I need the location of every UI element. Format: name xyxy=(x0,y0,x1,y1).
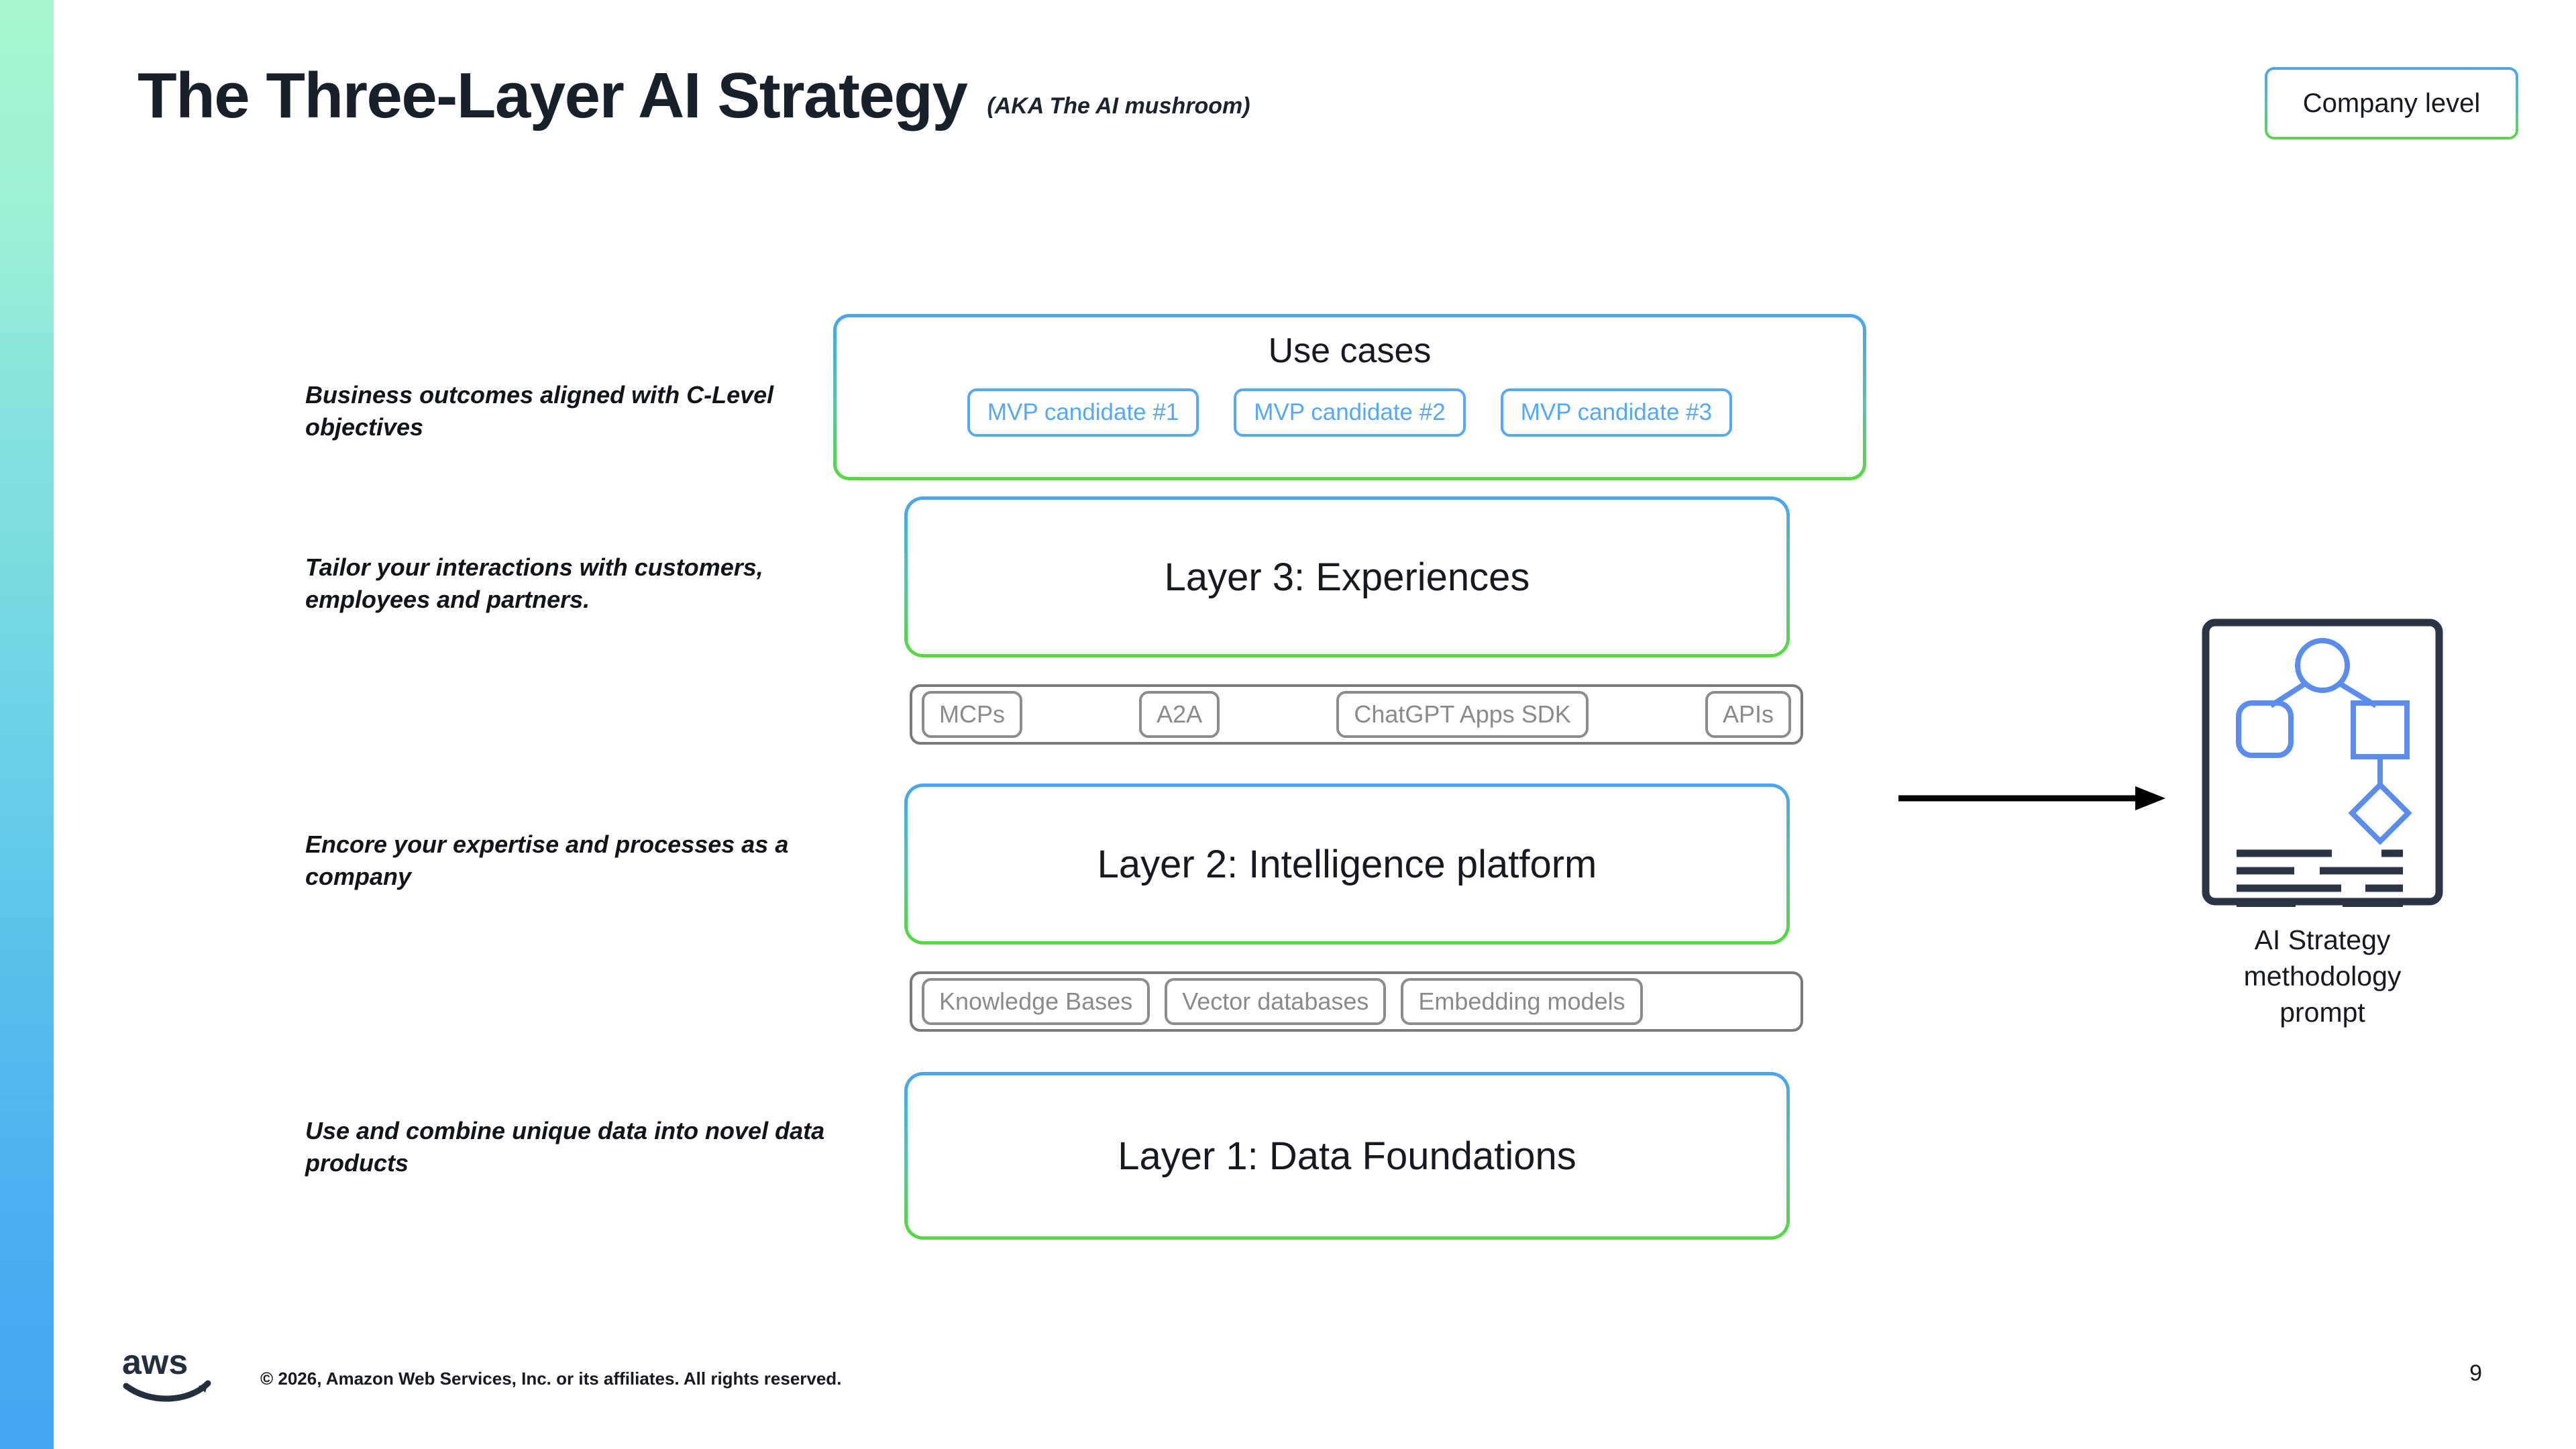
use-cases-box: Use cases MVP candidate #1 MVP candidate… xyxy=(833,314,1866,480)
connector-chip-a2a[interactable]: A2A xyxy=(1139,691,1220,738)
annotation-business-outcomes: Business outcomes aligned with C-Level o… xyxy=(305,381,774,441)
mvp-candidate-chip-1[interactable]: MVP candidate #1 xyxy=(967,388,1199,437)
connector-experiences-row: MCPs A2A ChatGPT Apps SDK APIs xyxy=(910,684,1803,745)
annotation-encode-expertise: Encore your expertise and processes as a… xyxy=(305,830,789,890)
svg-text:aws: aws xyxy=(122,1343,188,1382)
page-subtitle: (AKA The AI mushroom) xyxy=(987,93,1250,119)
company-level-badge-label: Company level xyxy=(2302,88,2481,118)
arrow-right-icon xyxy=(1898,786,2165,810)
annotation-tailor-interactions: Tailor your interactions with customers,… xyxy=(305,553,763,613)
annotation-unique-data: Use and combine unique data into novel d… xyxy=(305,1117,825,1177)
mvp-candidate-chip-2[interactable]: MVP candidate #2 xyxy=(1234,388,1466,437)
connector-chip-chatgpt-apps-sdk[interactable]: ChatGPT Apps SDK xyxy=(1336,691,1589,738)
layer-2-label: Layer 2: Intelligence platform xyxy=(1097,842,1597,886)
page-title-row: The Three-Layer AI Strategy (AKA The AI … xyxy=(138,59,1250,133)
left-gradient-rail xyxy=(0,0,54,1449)
connector-data-row: Knowledge Bases Vector databases Embeddi… xyxy=(910,971,1803,1032)
ai-strategy-prompt-callout[interactable]: AI Strategy methodology prompt xyxy=(2188,617,2457,1030)
company-level-badge[interactable]: Company level xyxy=(2265,67,2518,140)
page-title: The Three-Layer AI Strategy xyxy=(138,60,968,131)
mvp-candidate-row: MVP candidate #1 MVP candidate #2 MVP ca… xyxy=(967,388,1733,437)
connector-chip-apis[interactable]: APIs xyxy=(1705,691,1791,738)
mvp-candidate-chip-3[interactable]: MVP candidate #3 xyxy=(1500,388,1733,437)
layer-1-box: Layer 1: Data Foundations xyxy=(904,1072,1790,1240)
use-cases-title: Use cases xyxy=(1268,331,1432,370)
connector-chip-vector-databases[interactable]: Vector databases xyxy=(1165,978,1387,1025)
footer-copyright: © 2026, Amazon Web Services, Inc. or its… xyxy=(260,1368,842,1389)
layer-2-box: Layer 2: Intelligence platform xyxy=(904,784,1790,945)
ai-strategy-prompt-caption: AI Strategy methodology prompt xyxy=(2243,924,2402,1028)
aws-logo-icon: aws xyxy=(122,1343,211,1402)
connector-chip-mcps[interactable]: MCPs xyxy=(922,691,1022,738)
flow-arrow xyxy=(1897,778,2165,818)
page-number: 9 xyxy=(2469,1360,2482,1386)
connector-chip-embedding-models[interactable]: Embedding models xyxy=(1401,978,1643,1025)
layer-3-box: Layer 3: Experiences xyxy=(904,496,1790,657)
aws-logo: aws xyxy=(122,1342,216,1405)
ai-strategy-document-icon xyxy=(2202,619,2443,907)
layer-1-label: Layer 1: Data Foundations xyxy=(1118,1134,1576,1178)
layer-3-label: Layer 3: Experiences xyxy=(1164,555,1530,599)
connector-chip-knowledge-bases[interactable]: Knowledge Bases xyxy=(922,978,1150,1025)
